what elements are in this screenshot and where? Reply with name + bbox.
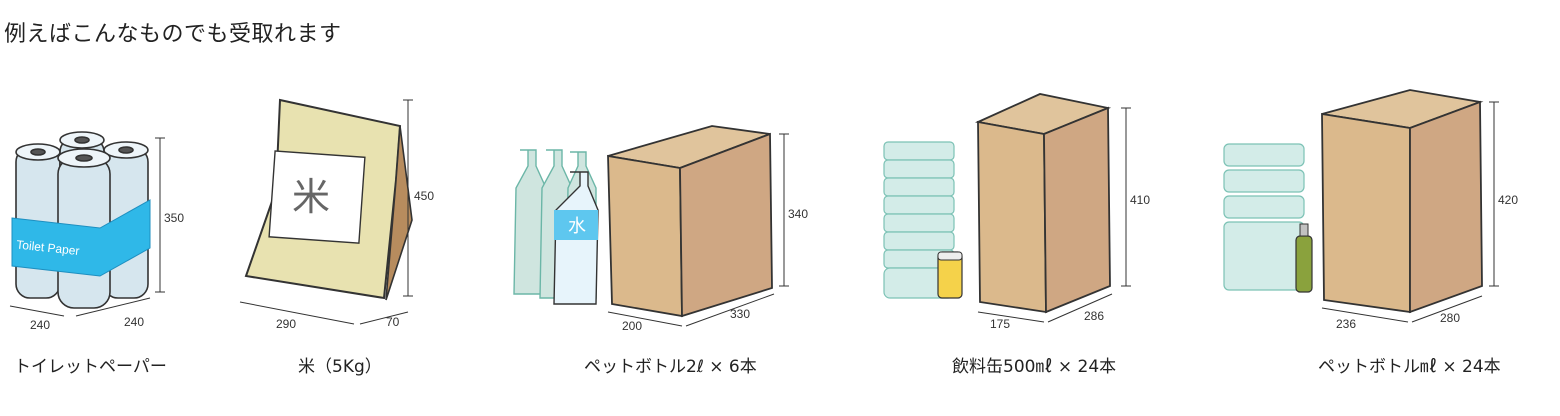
rice-bag-illustration: 米 450 290 70 bbox=[239, 98, 434, 331]
page-heading: 例えばこんなものでも受取れます bbox=[4, 22, 342, 47]
cans-illustration: 410 175 286 bbox=[883, 93, 1150, 331]
caption-pet-bottle-2l: ペットボトル2ℓ × 6本 bbox=[584, 357, 757, 377]
toilet-paper-label: Toilet Paper bbox=[16, 237, 80, 258]
dim-height: 340 bbox=[788, 207, 808, 221]
dim-height: 420 bbox=[1498, 193, 1518, 207]
dim-height: 350 bbox=[164, 211, 184, 225]
dim-depth: 280 bbox=[1440, 311, 1460, 325]
dim-width: 240 bbox=[30, 318, 50, 332]
dim-depth: 286 bbox=[1084, 309, 1104, 323]
dim-width: 175 bbox=[990, 317, 1010, 331]
dim-depth: 70 bbox=[386, 315, 400, 329]
pet-bottle-2l-illustration: 水 340 200 330 bbox=[513, 125, 808, 333]
dim-height: 450 bbox=[414, 189, 434, 203]
caption-rice: 米（5Kg） bbox=[298, 357, 382, 377]
rice-kanji-label: 米 bbox=[292, 175, 330, 219]
caption-pet-bottle-small: ペットボトル㎖ × 24本 bbox=[1318, 357, 1501, 377]
dim-width: 290 bbox=[276, 317, 296, 331]
dim-width: 236 bbox=[1336, 317, 1356, 331]
dim-height: 410 bbox=[1130, 193, 1150, 207]
dim-depth: 240 bbox=[124, 315, 144, 329]
caption-toilet-paper: トイレットペーパー bbox=[14, 357, 167, 377]
caption-cans: 飲料缶500㎖ × 24本 bbox=[952, 357, 1117, 377]
water-label: 水 bbox=[568, 216, 586, 237]
dim-width: 200 bbox=[622, 319, 642, 333]
pet-bottle-small-illustration: 420 236 280 bbox=[1223, 89, 1518, 331]
toilet-paper-illustration: Toilet Paper 350 240 240 bbox=[9, 131, 184, 332]
dim-depth: 330 bbox=[730, 307, 750, 321]
